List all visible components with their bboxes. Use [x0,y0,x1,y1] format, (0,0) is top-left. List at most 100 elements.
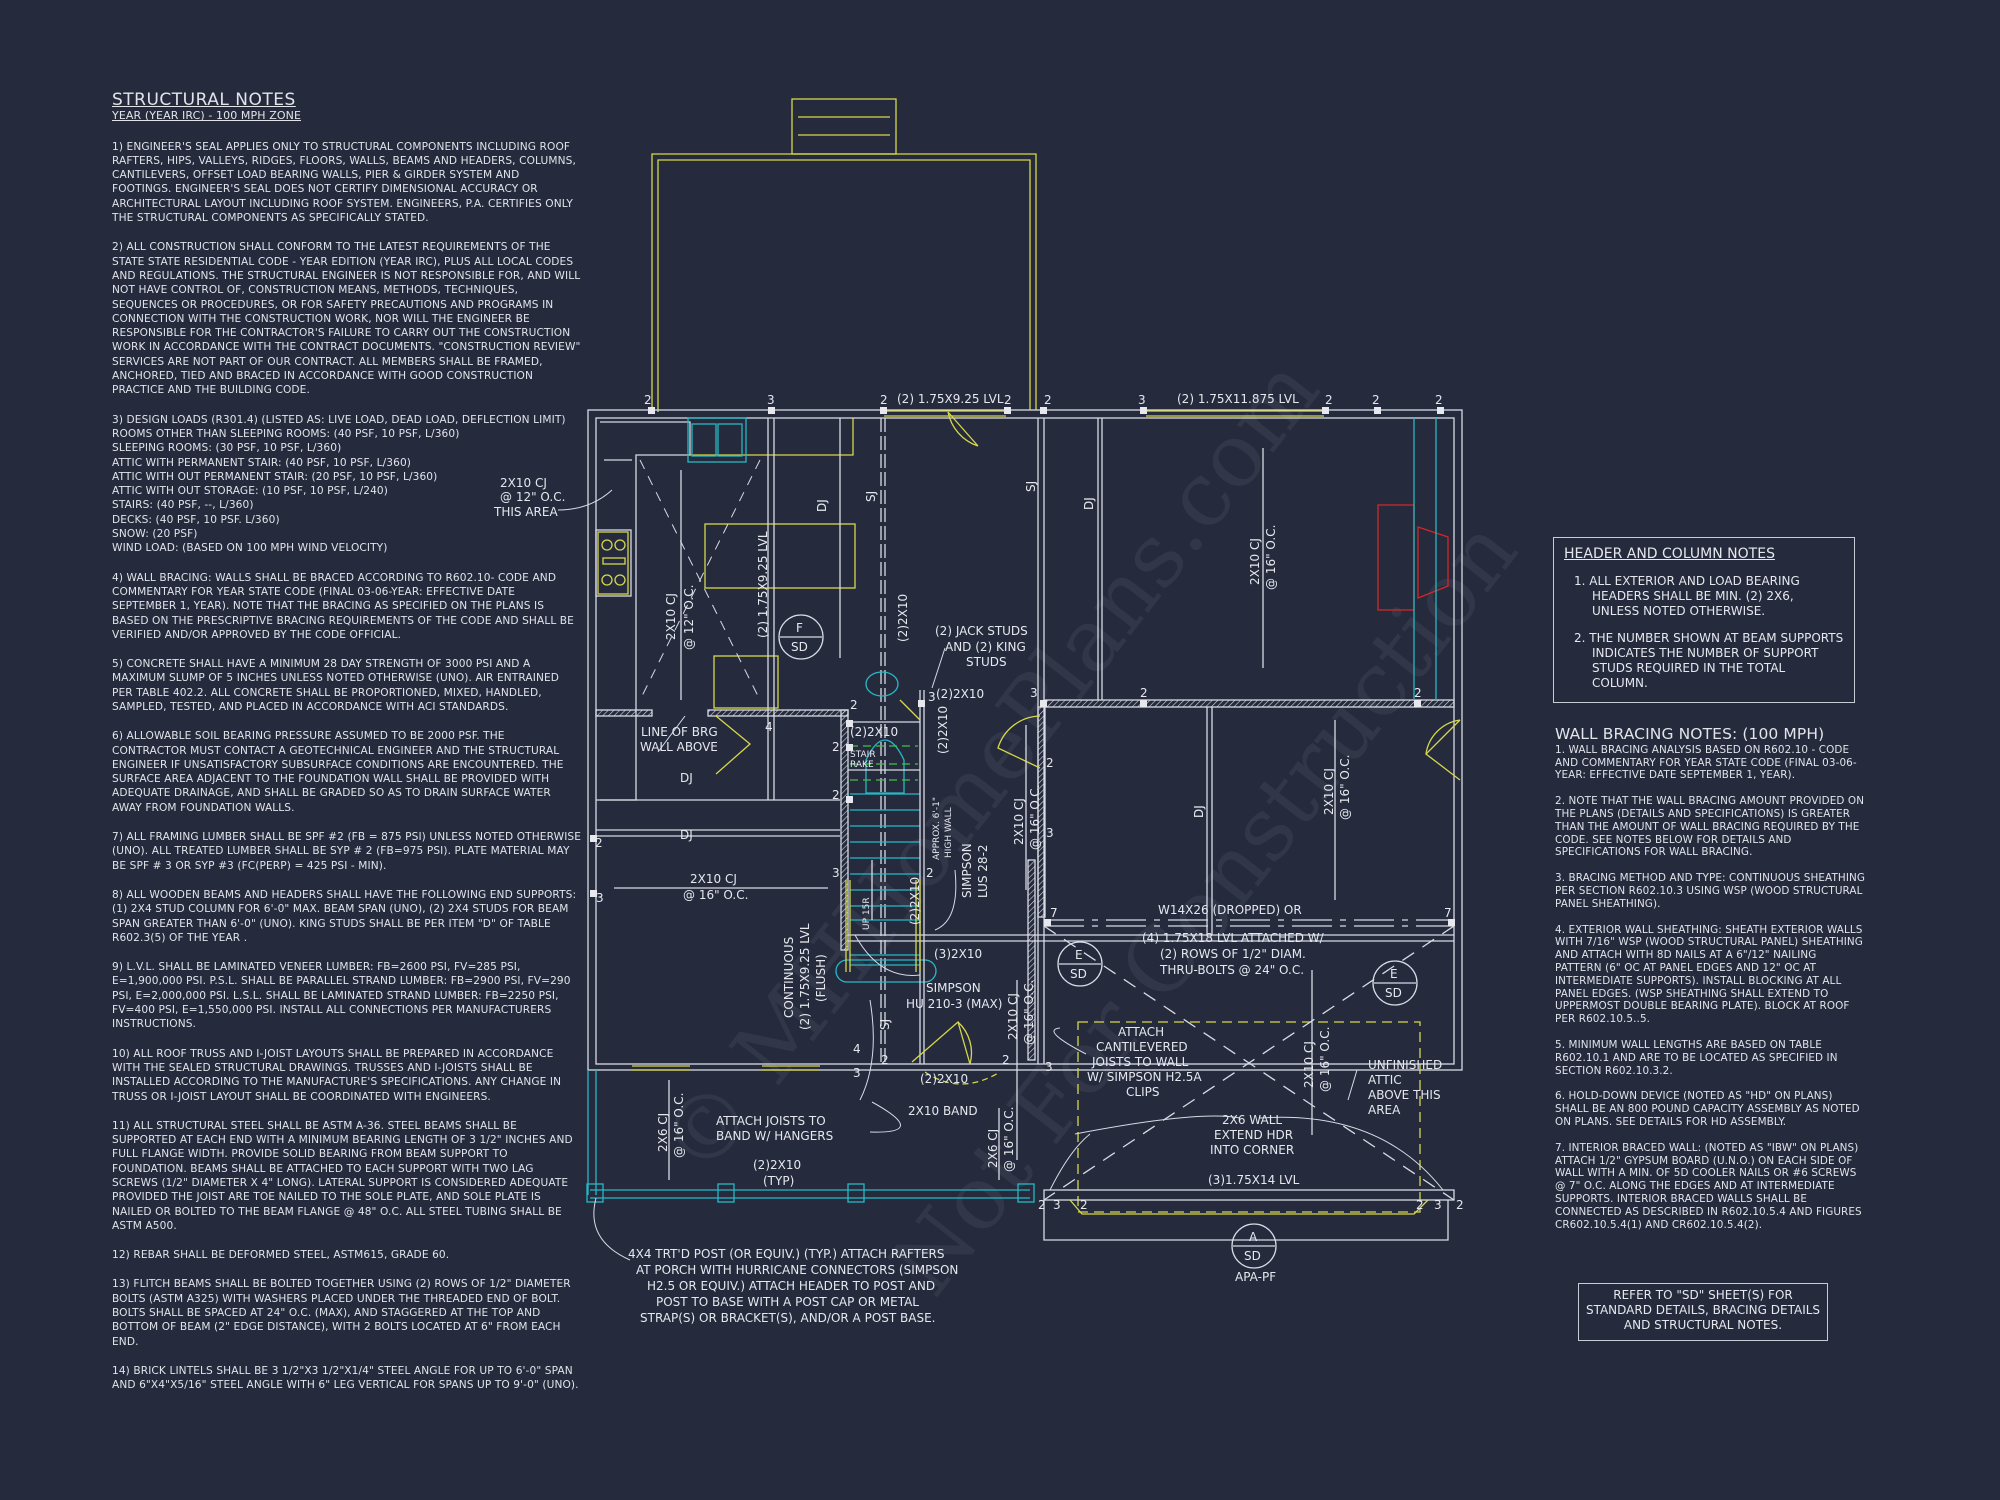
joist-label: @ 16" O.C. [1002,1106,1016,1172]
header-column-notes: HEADER AND COLUMN NOTES 1. ALL EXTERIOR … [1553,537,1855,703]
stud-count: 3 [832,866,840,880]
stud-count: 2 [1372,393,1380,407]
stud-count: 2 [1002,1053,1010,1067]
callout: INTO CORNER [1210,1143,1295,1157]
joist-span-arrows [614,448,1336,1180]
stud-count: 7 [1444,906,1452,920]
callout: SIMPSON [960,843,974,898]
fireplace-icon [1377,504,1449,611]
joist-label: 2x10 CJ [1322,768,1336,815]
bracing-note-6: 6. HOLD-DOWN DEVICE (NOTED AS "HD" ON PL… [1555,1090,1860,1128]
joist-label: 2x6 CJ [656,1112,670,1152]
refer-sd-box: REFER TO "SD" SHEET(S) FOR STANDARD DETA… [1578,1283,1828,1341]
header-label: (2)2x10 [936,687,985,701]
bearing-wall [1043,699,1455,708]
stud-count: 2 [1416,1198,1424,1212]
note-10: 10) ALL ROOF TRUSS AND I-JOIST LAYOUTS S… [112,1047,562,1103]
sj-label: SJ [864,490,878,502]
note-14: 14) BRICK LINTELS SHALL BE 3 1/2"x3 1/2"… [112,1364,579,1392]
detail-tag-F-SD [778,614,824,660]
steel-beam-alt: THRU-BOLTS @ 24" O.C. [1160,963,1305,977]
callout: HIGH WALL [944,807,954,858]
note-11: 11) ALL STRUCTURAL STEEL SHALL BE ASTM A… [112,1119,573,1232]
detail-tag-sheet: SD [1385,986,1402,1000]
stud-count: 3 [1046,826,1054,840]
dj-label: DJ [1192,805,1206,818]
callout: ATTIC [1368,1073,1402,1087]
stud-count: 2 [832,740,840,754]
joist-label: 2x10 CJ [1006,993,1020,1040]
stud-count: 3 [1030,686,1038,700]
stud-count: 2 [595,836,603,850]
unfinished-attic-area [1077,1021,1421,1213]
stud-count: 2 [1004,393,1012,407]
post-icon [1017,1183,1035,1203]
callout: 2x10 CJ [500,476,547,490]
beam-label: (2) 1.75x9.25 LVL [897,392,1004,406]
dj-label: DJ [680,828,693,842]
callout: UP 15R [862,897,872,930]
sink-icon [687,417,747,463]
joist-label: @ 16" O.C. [1318,1026,1332,1092]
header-label: (2)2x10 [850,725,899,739]
stud-count: 4 [853,1042,861,1056]
header-label: (2)2X10 [920,1072,969,1086]
stud-count: 7 [1050,906,1058,920]
toilet-icon [865,739,905,794]
callout: AT PORCH WITH HURRICANE CONNECTORS (SIMP… [636,1263,959,1277]
lavatory-icon [865,671,899,697]
structural-notes-title: STRUCTURAL NOTES [112,90,296,110]
note-1: 1) ENGINEER'S SEAL APPLIES ONLY TO STRUC… [112,140,576,225]
kitchen-island [704,523,856,589]
stud-count: 2 [880,393,888,407]
stud-count: 2 [832,788,840,802]
joist-label: @ 16" O.C. [1264,524,1278,590]
joist-label: @ 16" O.C. [1028,784,1042,850]
note-8: 8) ALL WOODEN BEAMS AND HEADERS SHALL HA… [112,888,577,944]
garage-header-label: (3)1.75X14 LVL [1208,1173,1300,1187]
stud-count: 2 [644,393,652,407]
note-3: 3) DESIGN LOADS (R301.4) (LISTED AS: LIV… [112,413,566,555]
detail-tag-letter: A [1249,1230,1258,1244]
exterior-wall [587,409,1463,1071]
callout: RAKE [850,760,874,770]
stair-treads [835,671,937,983]
dj-label: DJ [815,499,829,512]
joist-label: @ 16" O.C. [672,1092,686,1158]
steel-beam-alt: (4) 1.75x18 LVL ATTACHED W/ [1142,931,1324,945]
callout: H2.5 OR EQUIV.) ATTACH HEADER TO POST AN… [647,1279,936,1293]
wall-bracing-title: WALL BRACING NOTES: (100 MPH) [1555,725,1825,743]
header-note-1: 1. ALL EXTERIOR AND LOAD BEARING HEADERS… [1574,574,1800,618]
callout: ABOVE THIS [1368,1088,1441,1102]
garage-door-header [1043,1189,1455,1201]
callout: AND (2) KING [945,640,1026,654]
beam-label: (2) 1.75x9.25 LVL [756,531,770,638]
stud-count: 2 [1140,686,1148,700]
stud-count: 2 [1044,393,1052,407]
stud-count: 3 [1053,1198,1061,1212]
bracing-note-2: 2. NOTE THAT THE WALL BRACING AMOUNT PRO… [1555,795,1865,859]
callout: WALL ABOVE [640,740,718,754]
detail-tag-E-SD-2 [1372,960,1418,1006]
continuous-beam-label: (2) 1.75x9.25 LVL [798,923,812,1030]
stud-count: 2 [1414,686,1422,700]
joist-label: 2x6 CJ [986,1128,1000,1168]
porch-header-typ: (TYP) [763,1174,795,1188]
note-7: 7) ALL FRAMING LUMBER SHALL BE SPF #2 (F… [112,831,582,872]
detail-tag-sheet: SD [791,640,808,654]
stud-count: 2 [1038,1198,1046,1212]
continuous-beam-label: (FLUSH) [814,954,828,1002]
bracing-note-4: 4. EXTERIOR WALL SHEATHING: SHEATH EXTER… [1555,923,1863,1026]
sj-label: SJ [878,1018,892,1030]
note-5: 5) CONCRETE SHALL HAVE A MINIMUM 28 DAY … [112,658,560,713]
callout: SIMPSON [926,981,981,995]
detail-tag-letter: E [1390,967,1398,981]
joist-label: 2x10 CJ [1302,1041,1316,1088]
note-2: 2) ALL CONSTRUCTION SHALL CONFORM TO THE… [112,241,581,397]
note-9: 9) L.V.L. SHALL BE LAMINATED VENEER LUMB… [112,961,571,1031]
callout: THIS AREA [494,505,558,519]
note-6: 6) ALLOWABLE SOIL BEARING PRESSURE ASSUM… [112,730,564,814]
callout: STUDS [966,655,1007,669]
continuous-beam-label: CONTINUOUS [782,936,796,1018]
